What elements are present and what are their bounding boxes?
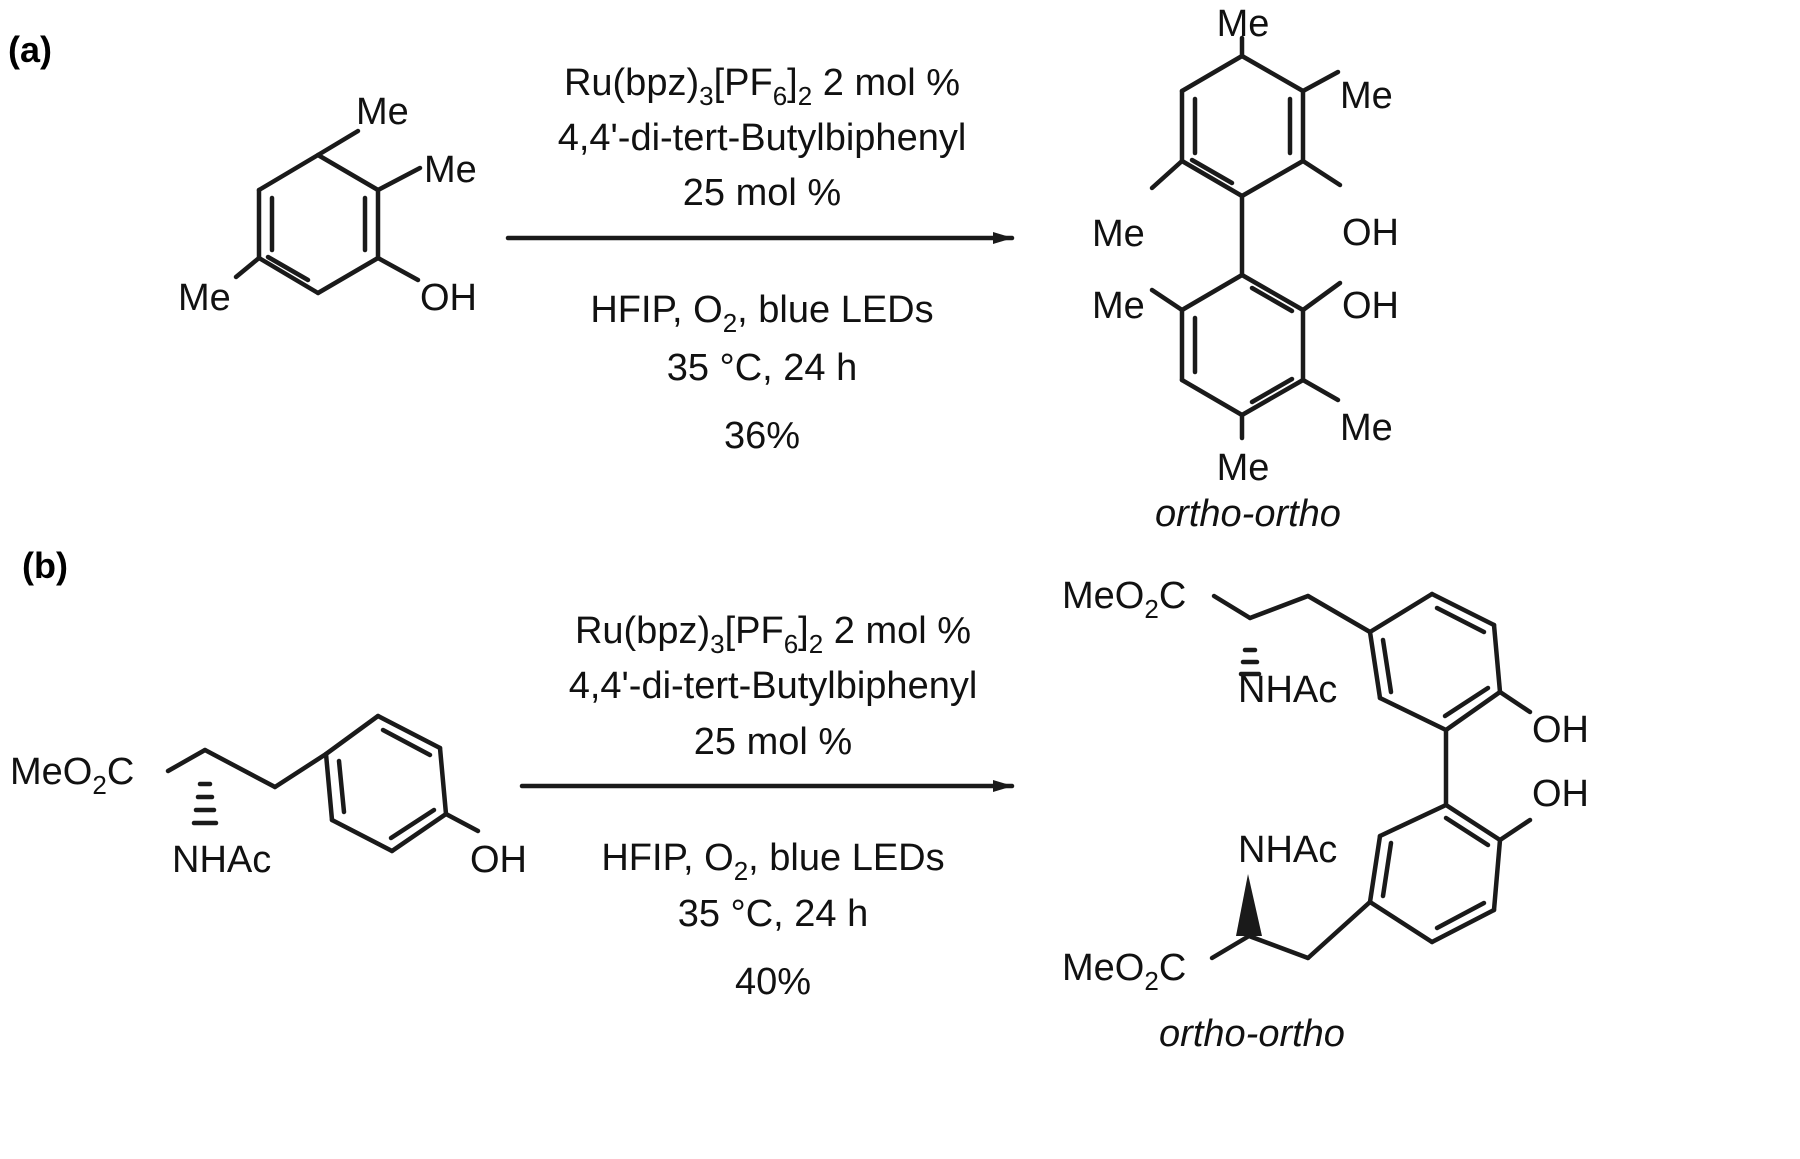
panel-b-solvent: HFIP, O2, blue LEDs xyxy=(601,837,944,886)
reactant-a-me-right: Me xyxy=(424,149,477,191)
panel-b-product-stereo-hash-top xyxy=(1238,647,1262,677)
panel-b-product: MeO2C NHAc OH xyxy=(1062,575,1589,1055)
panel-b-yield: 40% xyxy=(735,961,811,1003)
product-b-oh-upper: OH xyxy=(1532,709,1589,751)
product-a-me-upper-left: Me xyxy=(1092,213,1145,255)
reactant-b-ester: MeO2C xyxy=(10,751,134,800)
product-a-me-bottom: Me xyxy=(1217,447,1270,489)
reactant-b-oh: OH xyxy=(470,839,527,881)
panel-b-reactant: MeO2C NHAc OH xyxy=(10,713,527,881)
reactant-a-me-top: Me xyxy=(356,91,409,133)
panel-b-reactant-ring xyxy=(323,713,449,854)
panel-b-additive: 4,4'-di-tert-Butylbiphenyl xyxy=(569,665,978,707)
panel-b: (b) MeO2C NHAc xyxy=(10,545,1589,1055)
panel-a-label: (a) xyxy=(8,29,52,70)
panel-a-temp-time: 35 °C, 24 h xyxy=(667,347,858,389)
panel-b-reactant-stereo-hash xyxy=(191,781,219,826)
panel-a-additive: 4,4'-di-tert-Butylbiphenyl xyxy=(558,117,967,159)
panel-a-catalyst: Ru(bpz)3[PF6]2 2 mol % xyxy=(564,62,960,111)
panel-b-product-stereo-wedge xyxy=(1236,874,1262,936)
product-a-selectivity: ortho-ortho xyxy=(1155,493,1341,535)
panel-a-product: Me Me Me OH Me OH Me Me ortho-ortho xyxy=(1092,3,1399,535)
product-a-oh-upper: OH xyxy=(1342,212,1399,254)
panel-b-catalyst: Ru(bpz)3[PF6]2 2 mol % xyxy=(575,610,971,659)
panel-a-reactant-ring xyxy=(256,152,381,296)
product-a-me-lower-left: Me xyxy=(1092,285,1145,327)
product-b-ester-top: MeO2C xyxy=(1062,575,1186,624)
panel-b-product-lower-ring xyxy=(1367,802,1503,945)
panel-b-product-upper-ring xyxy=(1367,591,1503,733)
product-b-ester-bottom: MeO2C xyxy=(1062,947,1186,996)
panel-a-yield: 36% xyxy=(724,415,800,457)
product-b-oh-lower: OH xyxy=(1532,773,1589,815)
panel-b-temp-time: 35 °C, 24 h xyxy=(678,893,869,935)
product-b-nhac-top: NHAc xyxy=(1238,669,1337,711)
product-a-me-upper-right: Me xyxy=(1340,75,1393,117)
reactant-a-oh: OH xyxy=(420,277,477,319)
product-a-me-top: Me xyxy=(1217,3,1270,45)
panel-b-conditions: Ru(bpz)3[PF6]2 2 mol % 4,4'-di-tert-Buty… xyxy=(569,610,978,1003)
product-a-me-lower-right: Me xyxy=(1340,407,1393,449)
panel-a-product-upper-ring xyxy=(1179,53,1306,199)
panel-b-label: (b) xyxy=(22,545,68,586)
reactant-a-me-left: Me xyxy=(178,277,231,319)
product-b-nhac-bottom: NHAc xyxy=(1238,829,1337,871)
panel-b-additive-loading: 25 mol % xyxy=(694,721,852,763)
panel-a: (a) Me Me Me OH xyxy=(8,3,1399,535)
panel-a-reactant: Me Me Me OH xyxy=(178,91,477,319)
panel-a-conditions: Ru(bpz)3[PF6]2 2 mol % 4,4'-di-tert-Buty… xyxy=(558,62,967,457)
panel-a-solvent: HFIP, O2, blue LEDs xyxy=(590,289,933,338)
reactant-b-nhac: NHAc xyxy=(172,839,271,881)
product-b-selectivity: ortho-ortho xyxy=(1159,1013,1345,1055)
panel-a-product-lower-ring xyxy=(1179,272,1306,418)
product-a-oh-lower: OH xyxy=(1342,285,1399,327)
panel-a-additive-loading: 25 mol % xyxy=(683,172,841,214)
